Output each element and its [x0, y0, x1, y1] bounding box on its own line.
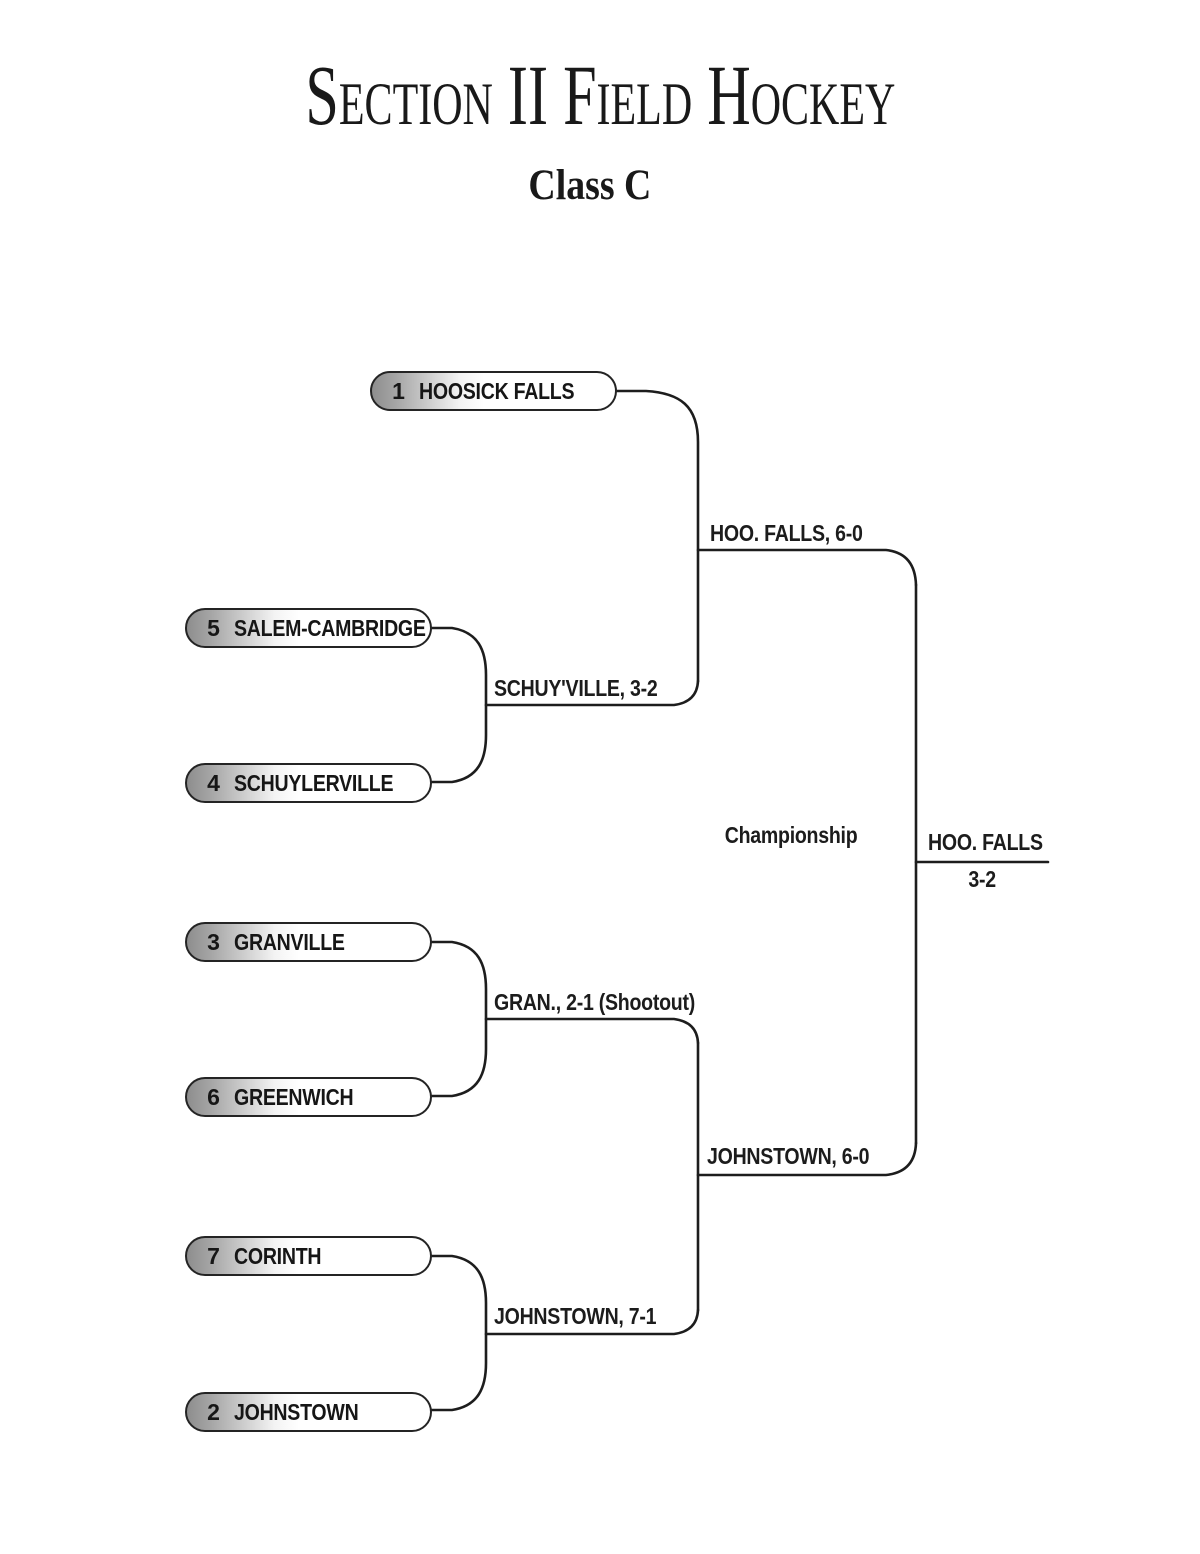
team-pill-schuylerville: 4 SCHUYLERVILLE — [185, 763, 432, 803]
champion-name-text: HOO. FALLS — [928, 829, 1043, 855]
championship-round-text: Championship — [724, 822, 858, 848]
seed-badge: 2 — [207, 1398, 220, 1425]
result-sf1-label: HOO. FALLS, 6-0 — [710, 521, 890, 545]
result-qf2-text: GRAN., 2-1 (Shootout) — [494, 989, 695, 1015]
seed-badge: 6 — [207, 1083, 220, 1110]
class-subtitle: Class C — [0, 164, 1180, 207]
connector-sf2-winner — [696, 1141, 918, 1177]
team-name: SCHUYLERVILLE — [234, 769, 394, 796]
team-name: SALEM-CAMBRIDGE — [234, 614, 426, 641]
result-qf3-label: JOHNSTOWN, 7-1 — [494, 1304, 685, 1328]
final-score-text: 3-2 — [968, 866, 996, 892]
page-title: Section II Field Hockey — [0, 52, 1200, 138]
team-name: GRANVILLE — [234, 928, 345, 955]
seed-badge: 5 — [207, 614, 220, 641]
team-pill-granville: 3 GRANVILLE — [185, 922, 432, 962]
connector-sf1 — [613, 389, 700, 683]
final-score-label: 3-2 — [916, 867, 1048, 891]
result-qf1-text: SCHUY'VILLE, 3-2 — [494, 675, 658, 701]
connector-qf1-winner — [484, 679, 700, 707]
result-sf2-label: JOHNSTOWN, 6-0 — [707, 1144, 898, 1168]
connector-qf3 — [428, 1254, 488, 1412]
team-name: HOOSICK FALLS — [419, 377, 575, 404]
seed-badge: 7 — [207, 1242, 220, 1269]
championship-round-label: Championship — [666, 823, 916, 847]
seed-badge: 1 — [392, 377, 405, 404]
connector-qf3-winner — [484, 1308, 700, 1336]
team-pill-corinth: 7 CORINTH — [185, 1236, 432, 1276]
champion-name-label: HOO. FALLS — [928, 830, 1063, 854]
team-name: GREENWICH — [234, 1083, 354, 1110]
team-name: JOHNSTOWN — [234, 1398, 359, 1425]
team-pill-greenwich: 6 GREENWICH — [185, 1077, 432, 1117]
result-sf1-text: HOO. FALLS, 6-0 — [710, 520, 863, 546]
page-title-text: Section II Field Hockey — [305, 47, 895, 143]
result-qf3-text: JOHNSTOWN, 7-1 — [494, 1303, 657, 1329]
team-pill-salem-cambridge: 5 SALEM-CAMBRIDGE — [185, 608, 432, 648]
connector-sf1-winner — [696, 548, 918, 587]
result-qf1-label: SCHUY'VILLE, 3-2 — [494, 676, 686, 700]
connector-qf1 — [428, 626, 488, 784]
class-subtitle-text: Class C — [528, 162, 652, 209]
connector-qf2-winner — [484, 1017, 700, 1045]
team-pill-hoosick-falls: 1 HOOSICK FALLS — [370, 371, 617, 411]
result-qf2-label: GRAN., 2-1 (Shootout) — [494, 990, 730, 1014]
seed-badge: 3 — [207, 928, 220, 955]
seed-badge: 4 — [207, 769, 220, 796]
result-sf2-text: JOHNSTOWN, 6-0 — [707, 1143, 870, 1169]
team-pill-johnstown: 2 JOHNSTOWN — [185, 1392, 432, 1432]
connector-qf2 — [428, 940, 488, 1098]
team-name: CORINTH — [234, 1242, 322, 1269]
